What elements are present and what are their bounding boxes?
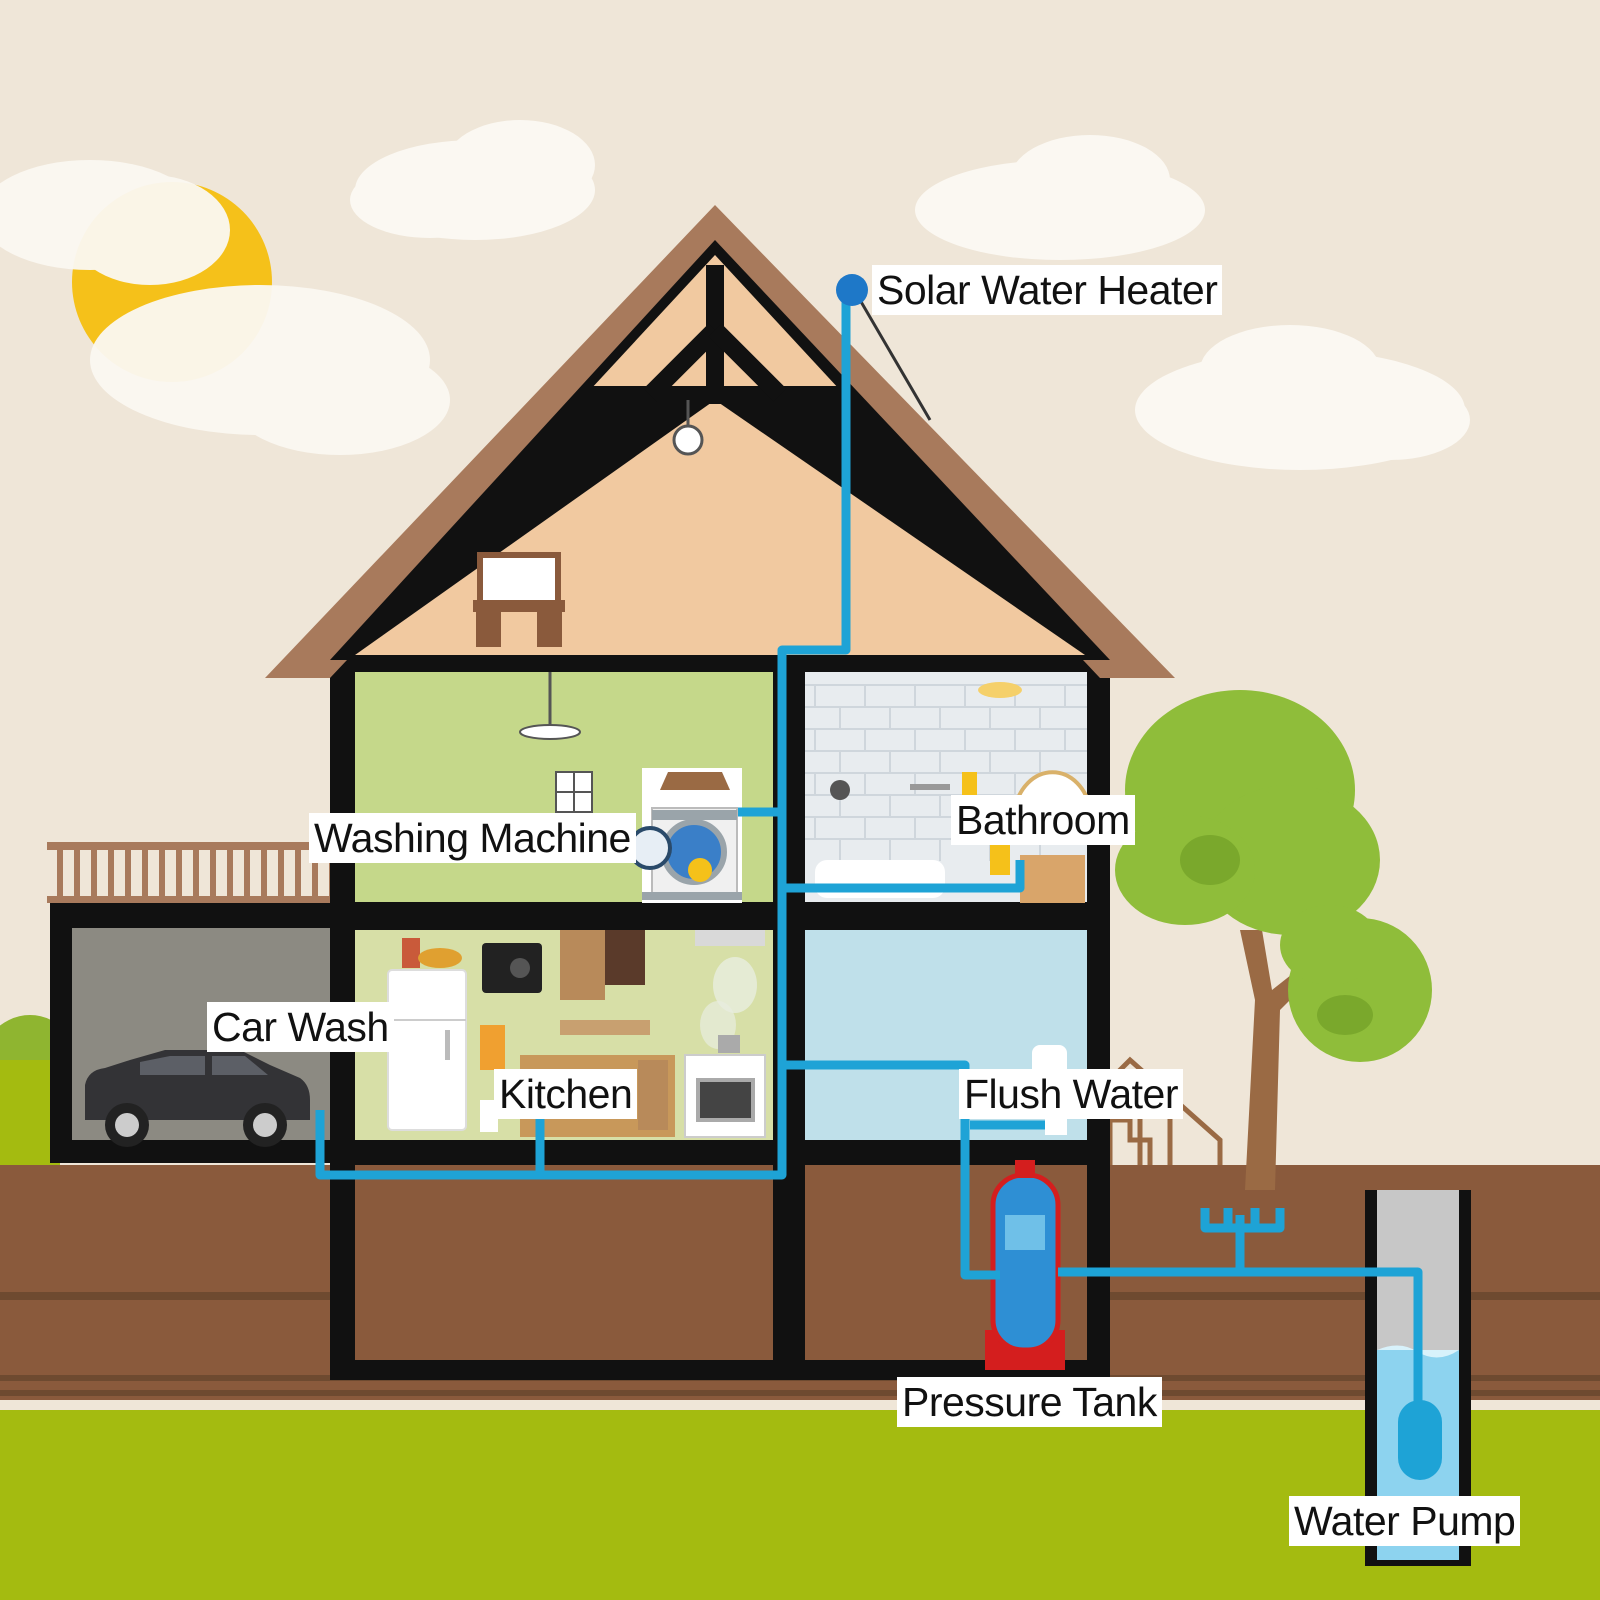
kitchen-fixtures [387, 930, 766, 1138]
railing-post [193, 850, 199, 898]
label-pressure-tank: Pressure Tank [897, 1377, 1162, 1427]
railing-post [261, 850, 267, 898]
cloud-left [0, 160, 450, 455]
attic-desk [473, 552, 565, 647]
railing-post [176, 850, 182, 898]
label-kitchen: Kitchen [494, 1069, 638, 1119]
soil-stripe-3 [0, 1390, 1600, 1396]
solar-panel-strut [858, 299, 932, 421]
railing-post [210, 850, 216, 898]
basement-left [355, 1165, 773, 1360]
cloud-right-top [915, 135, 1205, 260]
cloud-right [1135, 325, 1470, 470]
cloud-center [350, 120, 595, 240]
railing-post [74, 850, 80, 898]
railing-post [57, 850, 63, 898]
label-solar-water-heater: Solar Water Heater [872, 265, 1223, 315]
railing-post [227, 850, 233, 898]
solar-water-heater-icon [836, 274, 868, 306]
tree [1115, 690, 1432, 1190]
label-flush-water: Flush Water [959, 1069, 1183, 1119]
railing-post [108, 850, 114, 898]
railing-post [295, 850, 301, 898]
ceiling-lamp [519, 724, 581, 740]
railing-post [125, 850, 131, 898]
label-car-wash: Car Wash [207, 1002, 394, 1052]
label-bathroom: Bathroom [951, 795, 1135, 845]
railing-post [91, 850, 97, 898]
railing-post [244, 850, 250, 898]
label-water-pump: Water Pump [1289, 1496, 1521, 1546]
pipes [315, 290, 1423, 1410]
roof [265, 205, 1175, 678]
railing-post [312, 850, 318, 898]
label-washing-machine: Washing Machine [309, 813, 636, 863]
pressure-tank [985, 1160, 1065, 1370]
car [85, 1050, 310, 1147]
washing-machine [628, 768, 742, 903]
railing-post [142, 850, 148, 898]
garage-railing [47, 842, 337, 903]
railing-post [159, 850, 165, 898]
railing-post [278, 850, 284, 898]
roof-truss [590, 265, 840, 404]
attic-lamp [672, 424, 704, 456]
